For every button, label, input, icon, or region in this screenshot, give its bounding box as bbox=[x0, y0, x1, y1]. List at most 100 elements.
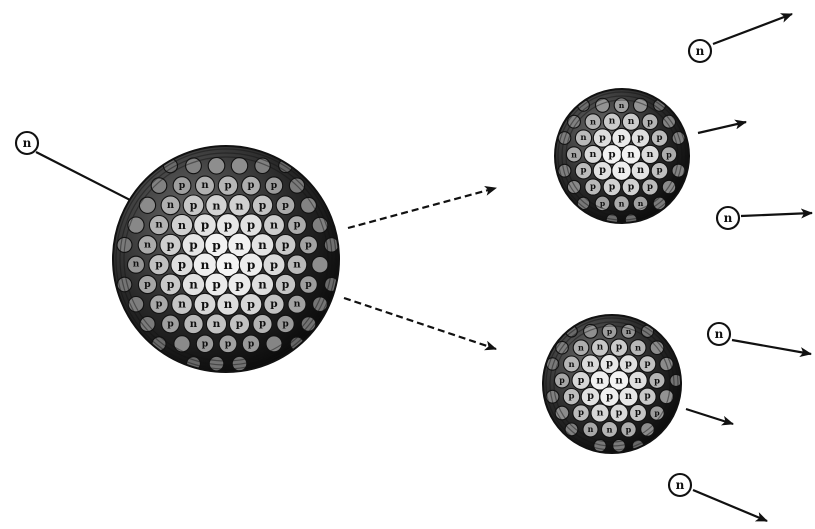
nucleon-label: n bbox=[590, 117, 596, 127]
nucleon-label: n bbox=[201, 180, 209, 191]
nucleon-label: p bbox=[212, 237, 221, 252]
nucleon-label: p bbox=[609, 182, 616, 193]
nucleon-label: n bbox=[258, 238, 267, 252]
nucleon bbox=[174, 336, 190, 352]
nucleon-label: p bbox=[282, 200, 289, 211]
nucleon-label: p bbox=[628, 182, 635, 193]
nucleon-label: n bbox=[258, 278, 267, 292]
nucleon-label: n bbox=[224, 297, 233, 311]
nucleon-label: p bbox=[600, 199, 605, 208]
nucleon-label: p bbox=[248, 180, 255, 191]
nucleon-label: n bbox=[647, 149, 654, 160]
nucleon-label: p bbox=[607, 327, 612, 336]
nucleon-label: p bbox=[270, 298, 277, 310]
nucleon-label: p bbox=[618, 133, 625, 144]
nucleon-label: n bbox=[625, 391, 632, 402]
nucleon-label: n bbox=[587, 359, 594, 370]
nucleon bbox=[231, 158, 247, 174]
nucleon-label: n bbox=[568, 359, 574, 369]
nucleon bbox=[152, 337, 166, 351]
nucleon-label: n bbox=[590, 149, 597, 160]
nucleon-label: n bbox=[235, 198, 243, 212]
nucleon-label: n bbox=[235, 237, 244, 252]
nucleon-label: n bbox=[635, 343, 641, 353]
nucleon-label: p bbox=[606, 391, 613, 403]
incoming-neutron: n bbox=[16, 132, 38, 154]
emitted-neutron-3-track bbox=[732, 340, 811, 354]
nucleon bbox=[312, 257, 328, 273]
nucleon-label: n bbox=[588, 425, 594, 434]
nucleon-label: p bbox=[189, 238, 197, 252]
nucleon-label: n bbox=[213, 318, 221, 330]
nucleon-label: p bbox=[247, 297, 255, 311]
incoming-neutron-label: n bbox=[23, 136, 32, 150]
nucleon-label: n bbox=[634, 375, 641, 386]
emitted-neutron-1-label: n bbox=[696, 44, 705, 58]
nucleon-label: n bbox=[580, 133, 586, 143]
nucleon-label: p bbox=[647, 182, 653, 192]
nucleon-label: n bbox=[578, 343, 584, 353]
nucleon-label: p bbox=[635, 408, 641, 418]
nucleon-label: p bbox=[155, 259, 162, 271]
nucleon-label: n bbox=[167, 200, 174, 211]
nucleon-label: p bbox=[599, 133, 606, 144]
nucleon-label: p bbox=[587, 391, 594, 402]
nucleon-label: p bbox=[190, 199, 198, 212]
nucleon-label: p bbox=[616, 408, 623, 419]
emitted-neutron-2-label: n bbox=[724, 211, 733, 225]
nucleon-label: p bbox=[225, 338, 232, 349]
nucleon-label: n bbox=[270, 219, 278, 232]
nucleon-label: n bbox=[627, 148, 635, 160]
nucleon-label: p bbox=[202, 338, 209, 349]
nucleon-label: p bbox=[666, 149, 672, 159]
nucleon-label: p bbox=[282, 238, 290, 251]
lower-nucleus-motion-arrow bbox=[686, 409, 733, 424]
nucleon-label: n bbox=[212, 198, 220, 212]
nucleon-label: p bbox=[656, 166, 662, 176]
nucleon-label: n bbox=[201, 257, 210, 272]
nucleon bbox=[208, 158, 225, 175]
nucleon-label: p bbox=[248, 338, 254, 349]
nucleon-label: p bbox=[637, 133, 644, 144]
nucleon-label: n bbox=[155, 220, 163, 231]
emitted-neutron-1-track bbox=[713, 14, 792, 44]
nucleon-label: p bbox=[282, 278, 290, 291]
nucleon-label: p bbox=[201, 297, 209, 311]
nucleon-label: p bbox=[590, 182, 596, 192]
nucleon-label: p bbox=[247, 218, 255, 232]
emitted-neutron-2: n bbox=[717, 207, 812, 229]
nucleon-label: p bbox=[305, 239, 312, 250]
nucleon-label: n bbox=[294, 299, 301, 310]
nucleon-label: p bbox=[559, 376, 565, 385]
nucleon-label: n bbox=[619, 198, 625, 208]
nucleon-label: n bbox=[637, 165, 644, 176]
nucleon-label: p bbox=[270, 258, 278, 272]
nucleon-label: p bbox=[201, 218, 209, 232]
nucleon-label: n bbox=[619, 101, 625, 110]
nucleon-label: p bbox=[212, 278, 221, 292]
nucleon-label: n bbox=[596, 374, 604, 386]
emitted-neutron-3: n bbox=[708, 323, 811, 354]
fission-arrow-lower bbox=[344, 298, 496, 349]
nucleon-label: p bbox=[282, 319, 288, 330]
nucleon-label: n bbox=[178, 298, 186, 311]
nucleon-label: p bbox=[608, 148, 615, 160]
nucleon-label: p bbox=[647, 117, 653, 127]
nucleon-label: n bbox=[597, 343, 604, 353]
nucleon-label: p bbox=[224, 218, 232, 232]
nucleon-label: p bbox=[259, 199, 267, 212]
nucleon-label: p bbox=[654, 375, 660, 385]
emitted-neutron-4-label: n bbox=[676, 478, 685, 492]
nucleon-label: p bbox=[578, 408, 584, 418]
nucleon-label: p bbox=[616, 343, 622, 353]
nucleon-label: p bbox=[167, 319, 174, 330]
nucleon-label: p bbox=[644, 359, 650, 369]
nucleon-label: p bbox=[156, 299, 163, 310]
nucleon-label: n bbox=[293, 259, 301, 271]
nucleon-label: p bbox=[247, 257, 256, 272]
nucleon-label: p bbox=[305, 279, 312, 290]
nucleon-label: n bbox=[615, 374, 623, 386]
